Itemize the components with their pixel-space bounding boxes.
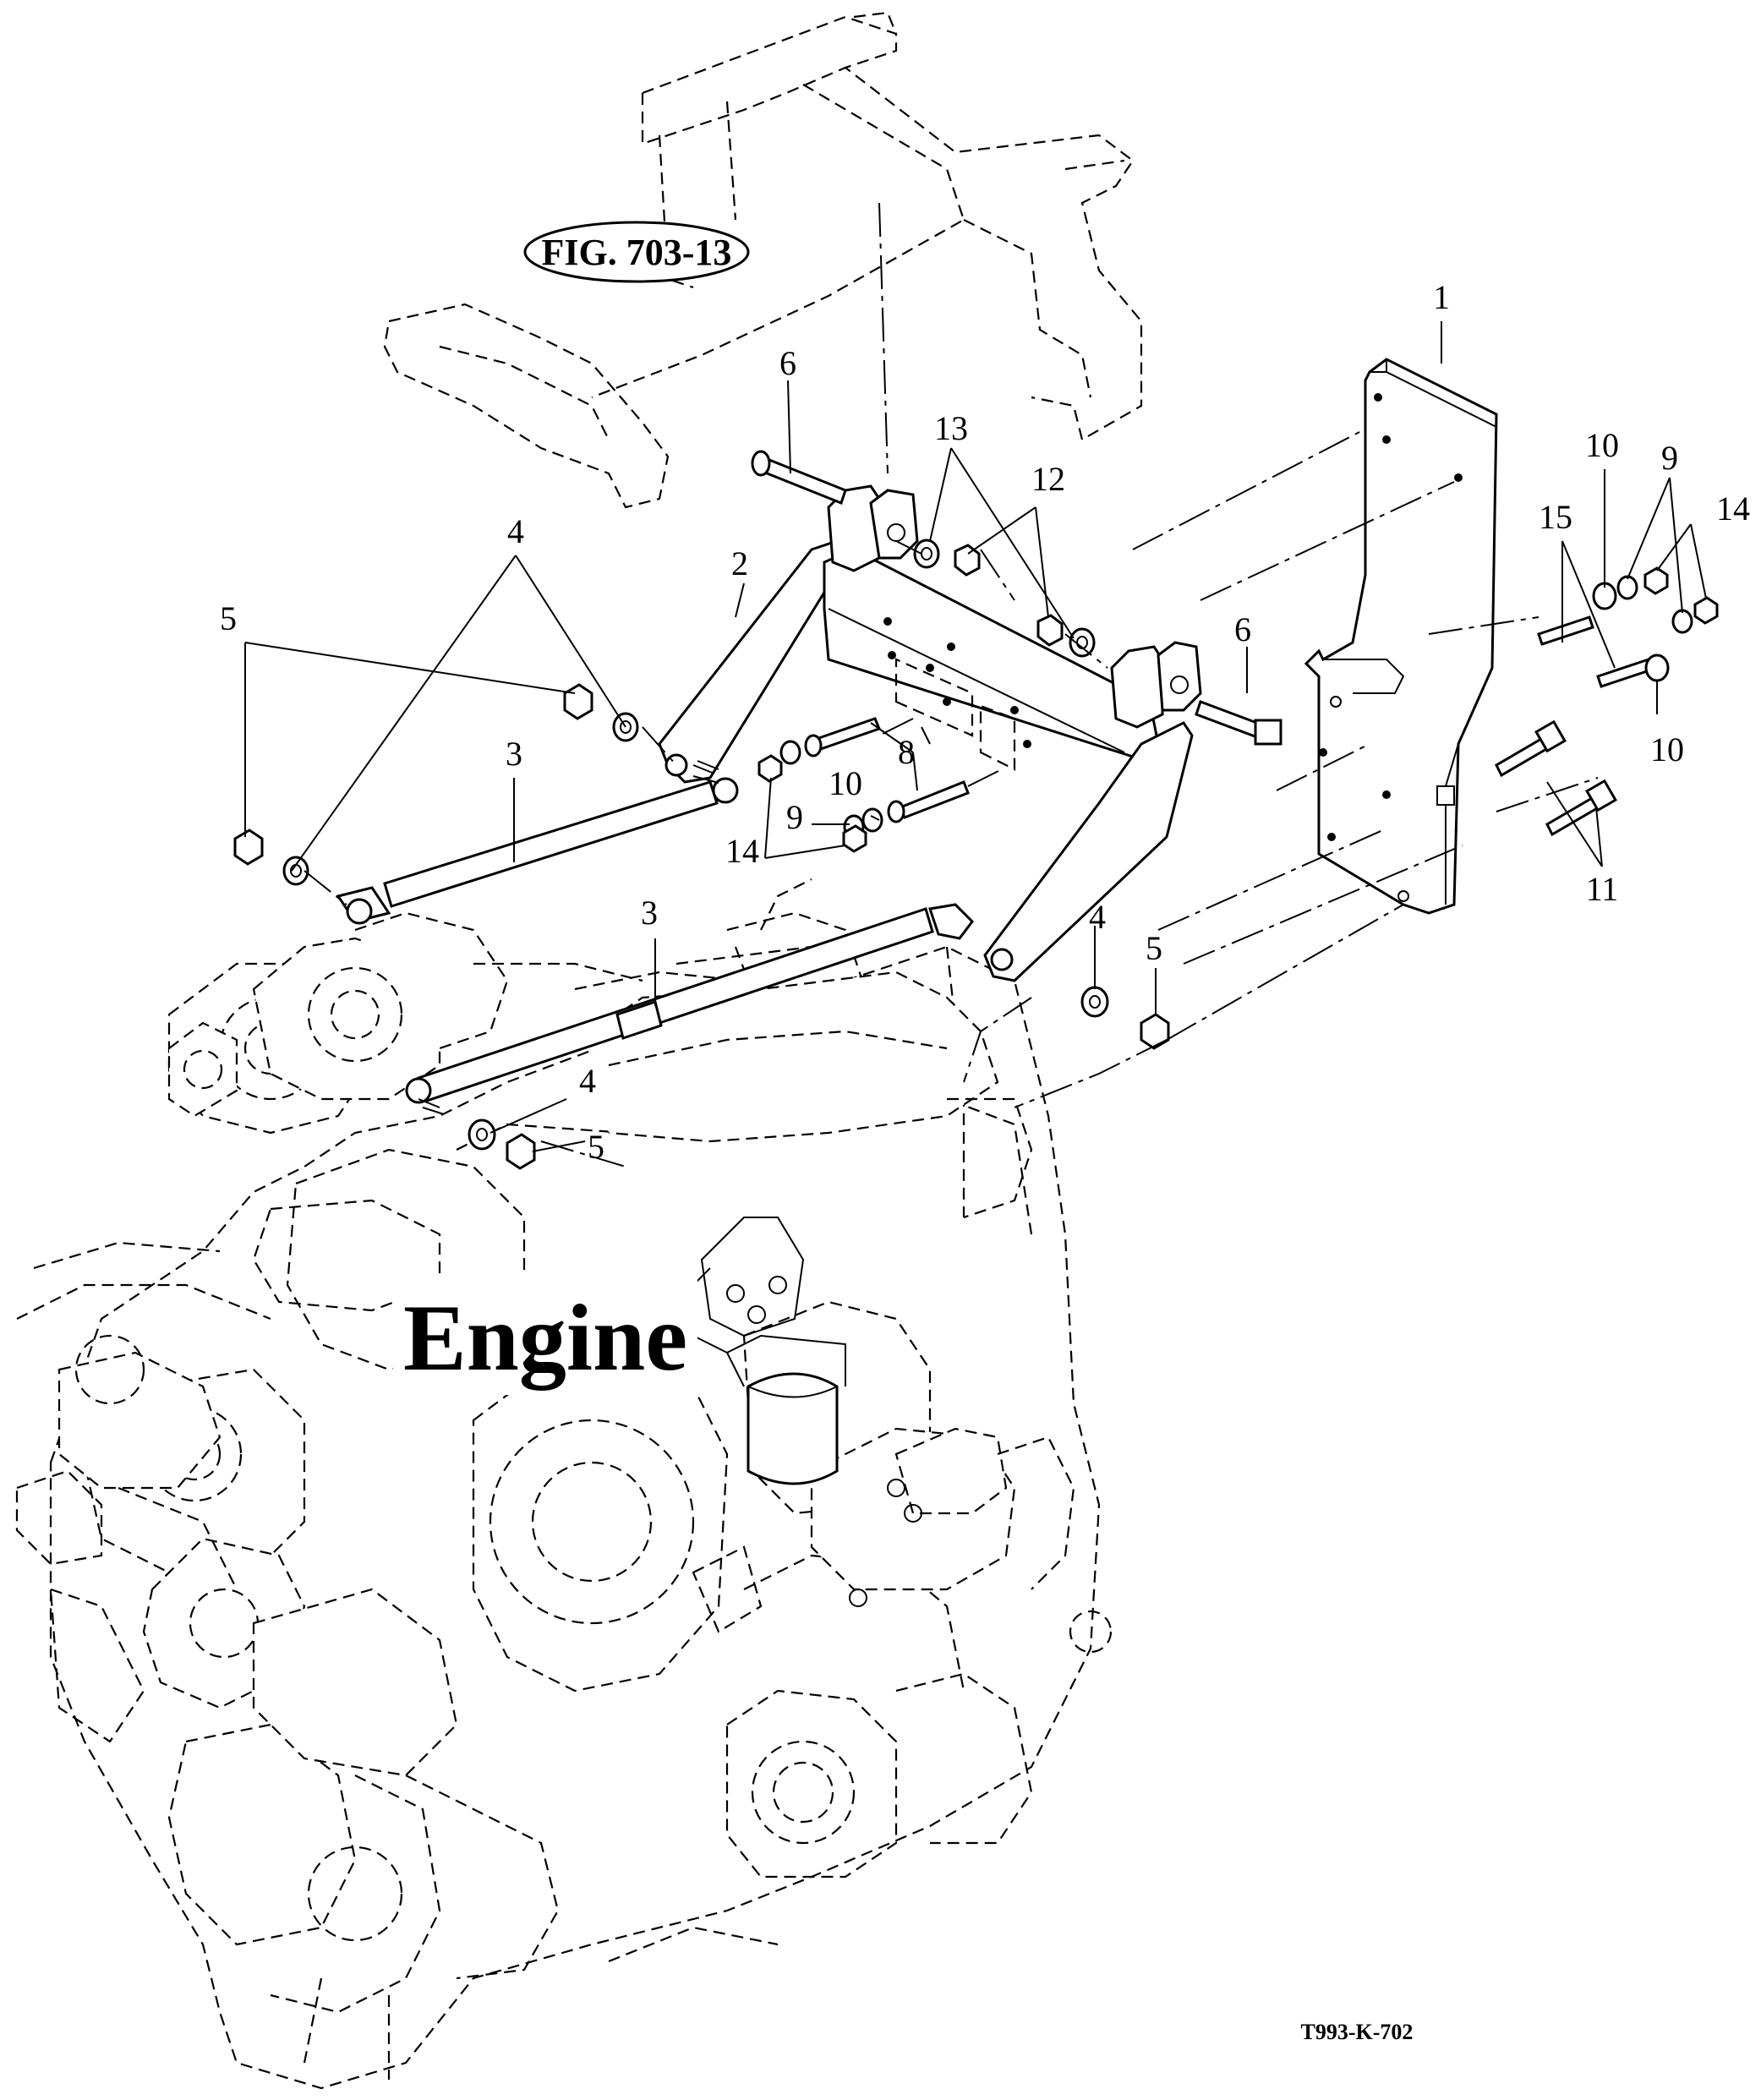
callout-4-top: 4	[507, 512, 524, 550]
callout-15: 15	[1539, 498, 1572, 536]
nut-5-right	[1140, 1013, 1170, 1050]
callout-3-upper: 3	[506, 735, 522, 773]
stud-15-upper	[1537, 615, 1594, 646]
callout-10-lower-right: 10	[1650, 730, 1684, 768]
callout-14-center: 14	[725, 832, 759, 870]
callout-14-right: 14	[1716, 489, 1750, 528]
washer-9-lower-right	[1671, 609, 1693, 634]
leader-lines	[244, 321, 1707, 1152]
washer-9-upper	[779, 740, 801, 765]
part-1-bracket-plate[interactable]	[1304, 358, 1498, 915]
figure-reference-badge[interactable]: FIG. 703-13	[523, 221, 750, 283]
callout-5-right: 5	[1146, 929, 1162, 967]
callout-12: 12	[1031, 460, 1065, 498]
washer-10-lower-center	[861, 807, 883, 833]
callout-6-lower: 6	[1234, 610, 1251, 648]
callout-13: 13	[934, 409, 968, 447]
callout-6-upper: 6	[779, 344, 796, 382]
callout-9-right: 9	[1661, 439, 1678, 477]
callout-8: 8	[898, 733, 915, 771]
engine-label-box: Engine	[393, 1277, 697, 1395]
callout-3-lower: 3	[641, 894, 658, 932]
nut-5-left	[233, 829, 264, 866]
nut-5-bottom	[506, 1133, 536, 1170]
washer-10-lower-right	[1644, 654, 1670, 682]
callout-5-left: 5	[220, 599, 237, 637]
callout-2: 2	[731, 544, 748, 582]
callout-10-upper-right: 10	[1585, 426, 1619, 464]
callout-4-right: 4	[1089, 898, 1106, 936]
bolt-8-lower	[899, 780, 970, 819]
nut-5-top	[563, 683, 593, 720]
part-3-strut-lower[interactable]	[405, 903, 974, 1115]
hardware	[233, 450, 1719, 1170]
engine-outline	[15, 878, 1113, 2090]
figure-reference-text: FIG. 703-13	[542, 232, 732, 273]
nut-14-lower-right	[1693, 596, 1719, 625]
upper-frame-outline	[383, 11, 1143, 509]
washer-9-upper-right	[1616, 575, 1638, 600]
drawing-id: T993-K-702	[1301, 2020, 1414, 2044]
nut-14-upper	[757, 754, 783, 783]
callout-11: 11	[1586, 870, 1619, 908]
callout-10-center: 10	[829, 764, 862, 802]
nut-12-upper	[954, 544, 981, 577]
part-3-strut-upper[interactable]	[336, 760, 739, 925]
callout-1: 1	[1433, 278, 1450, 316]
stud-15-lower	[1596, 658, 1654, 688]
nut-14-lower	[842, 824, 867, 853]
callout-5-bottom: 5	[588, 1128, 604, 1166]
assembly-centerlines	[304, 430, 1599, 1168]
nut-14-upper-right	[1643, 566, 1669, 595]
callout-numbers: 1 2 3 3 4 4 4 5 5 5 6 6 8 9 9 10 10 10 1…	[220, 278, 1750, 1166]
engine-label: Engine	[403, 1286, 687, 1391]
nut-12-lower	[1036, 614, 1064, 647]
part-2-support-frame[interactable]	[658, 484, 1202, 982]
callout-9-center: 9	[786, 798, 803, 836]
callout-4-bottom: 4	[579, 1062, 596, 1100]
